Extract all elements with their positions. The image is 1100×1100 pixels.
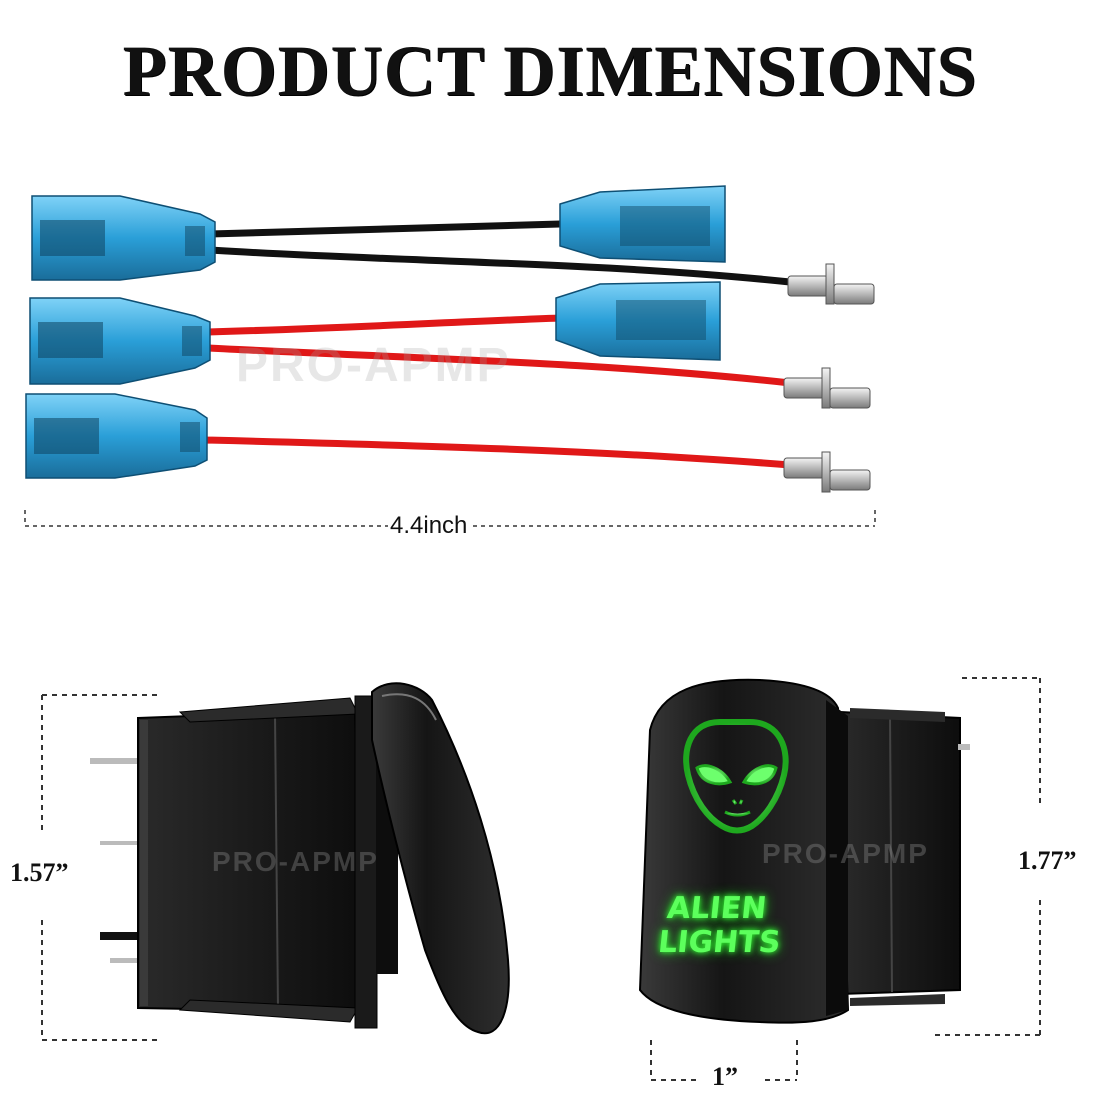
red-wire-middle	[207, 344, 791, 387]
switch-label-line2: LIGHTS	[656, 925, 783, 960]
left-connector-3	[25, 393, 208, 479]
right-connector-2	[555, 281, 721, 361]
alien-head-icon	[683, 719, 789, 834]
left-connector-2	[29, 297, 211, 385]
front-height-label: 1.77”	[1018, 846, 1077, 875]
switch-label-line1: ALIEN	[665, 891, 769, 926]
watermark-side: PRO-APMP	[212, 846, 379, 877]
front-width-label: 1”	[712, 1062, 738, 1091]
switch-label: ALIEN LIGHTS	[656, 891, 783, 960]
red-wire-bottom	[204, 436, 791, 469]
front-width-dimension	[650, 1040, 798, 1081]
spade-terminal-1	[787, 263, 875, 305]
wire-length-label: 4.4inch	[388, 512, 470, 540]
watermark-front: PRO-APMP	[762, 838, 929, 869]
right-connector-1	[559, 185, 726, 263]
page-title: PRODUCT DIMENSIONS	[122, 31, 978, 111]
side-view-switch	[90, 682, 510, 1035]
side-height-dimension	[41, 694, 160, 1041]
side-height-label: 1.57”	[10, 858, 69, 887]
front-height-dimension	[935, 677, 1041, 1036]
watermark-wires: PRO-APMP	[236, 339, 511, 392]
black-wire-lower	[209, 246, 791, 286]
red-wire-upper	[207, 314, 561, 336]
black-wire-upper	[209, 220, 561, 238]
spade-terminal-2	[783, 367, 871, 409]
spade-terminal-3	[783, 451, 871, 493]
left-connector-1	[31, 195, 216, 281]
front-view-switch	[638, 678, 970, 1024]
